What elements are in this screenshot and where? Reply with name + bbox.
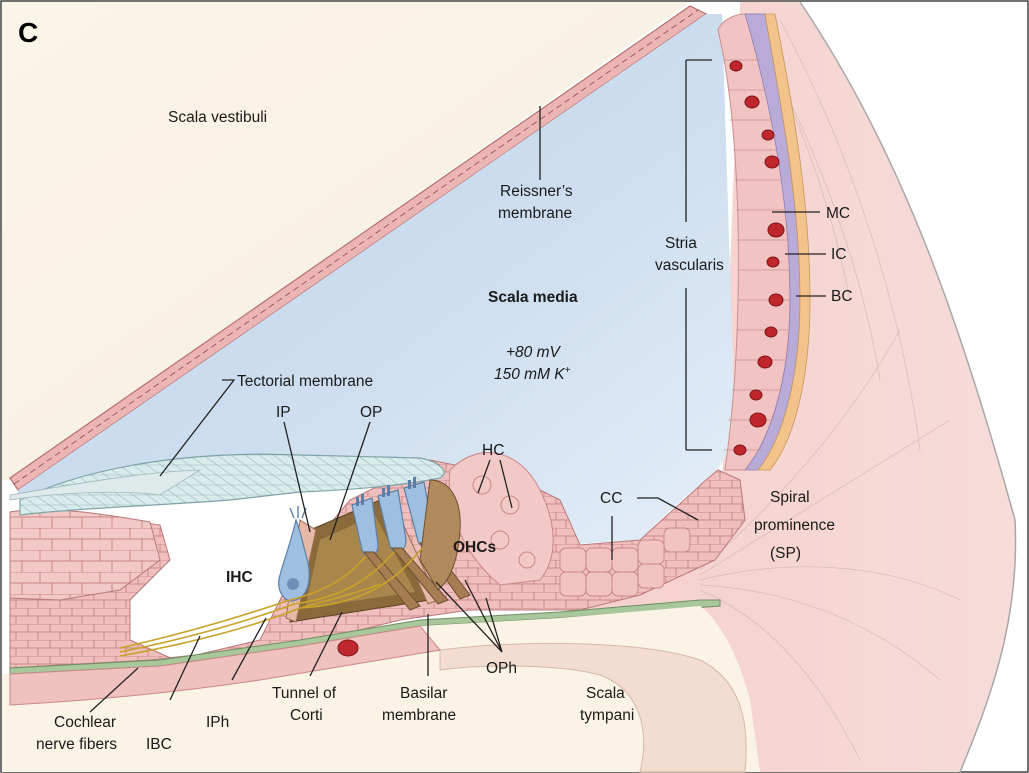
- endocochlear-potential-label: +80 mV: [506, 344, 562, 361]
- cc-label: CC: [600, 490, 622, 507]
- basilar-membrane-label-line1: Basilar: [400, 685, 447, 702]
- basilar-membrane-label-line2: membrane: [382, 707, 456, 724]
- spiral-prominence-label-line1: Spiral: [770, 489, 810, 506]
- panel-letter: C: [18, 17, 38, 48]
- stria-vascularis-label-line1: Stria: [665, 235, 697, 252]
- tunnel-of-corti-label-line1: Tunnel of: [272, 685, 337, 702]
- tectorial-membrane-label: Tectorial membrane: [237, 373, 373, 390]
- spiral-prominence-label-line2: prominence: [754, 517, 835, 534]
- iph-label: IPh: [206, 714, 229, 731]
- potassium-concentration-label: 150 mM K+: [494, 365, 571, 383]
- ibc-label: IBC: [146, 736, 172, 753]
- ip-label: IP: [276, 404, 291, 421]
- tunnel-of-corti-label-line2: Corti: [290, 707, 323, 724]
- cochlear-nerve-label-line1: Cochlear: [54, 714, 116, 731]
- op-label: OP: [360, 404, 382, 421]
- cochlear-nerve-label-line2: nerve fibers: [36, 736, 117, 753]
- ohcs-label: OHCs: [453, 539, 496, 556]
- reissners-membrane-label-line2: membrane: [498, 205, 572, 222]
- ic-label: IC: [831, 246, 847, 263]
- ihc-label: IHC: [226, 569, 253, 586]
- mc-label: MC: [826, 205, 850, 222]
- spiral-vessel: [338, 640, 358, 656]
- scala-tympani-label-line2: tympani: [580, 707, 634, 724]
- reissners-membrane-label-line1: Reissner’s: [500, 183, 573, 200]
- scala-vestibuli-label: Scala vestibuli: [168, 109, 267, 126]
- scala-tympani-label-line1: Scala: [586, 685, 625, 702]
- oph-label: OPh: [486, 660, 517, 677]
- hc-label: HC: [482, 442, 504, 459]
- bc-label: BC: [831, 288, 853, 305]
- stria-vascularis-label-line2: vascularis: [655, 257, 724, 274]
- scala-media-label: Scala media: [488, 289, 578, 306]
- spiral-prominence-label-line3: (SP): [770, 545, 801, 562]
